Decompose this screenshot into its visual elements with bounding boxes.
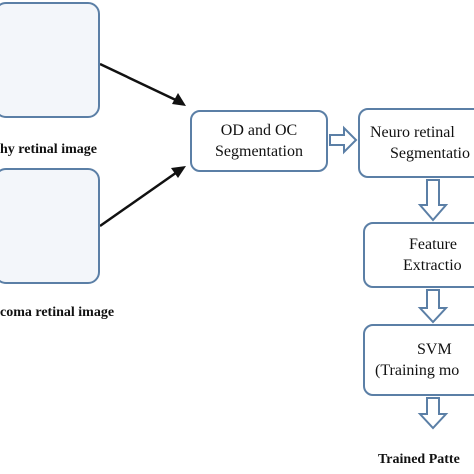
healthy-image-frame bbox=[0, 2, 100, 118]
neuro-retinal-segmentation-box: Neuro retinal Segmentatio bbox=[358, 108, 474, 178]
od-oc-segmentation-box: OD and OC Segmentation bbox=[190, 110, 328, 172]
neuro-retinal-line2: Segmentatio bbox=[390, 145, 470, 162]
healthy-image-label: hy retinal image bbox=[0, 142, 97, 157]
od-oc-line2: Segmentation bbox=[215, 143, 303, 160]
svm-line1: SVM bbox=[417, 341, 452, 358]
feature-line2: Extractio bbox=[403, 257, 462, 274]
svm-training-box: SVM (Training mo bbox=[363, 324, 474, 396]
trained-pattern-label: Trained Patte bbox=[378, 452, 460, 467]
glaucoma-image-label: coma retinal image bbox=[0, 305, 115, 320]
feature-line1: Feature bbox=[409, 236, 457, 253]
hollow-arrow-od-to-neuro bbox=[329, 125, 358, 155]
feature-extraction-box: Feature Extractio bbox=[363, 222, 474, 288]
hollow-arrow-neuro-to-feature bbox=[417, 179, 449, 222]
od-oc-line1: OD and OC bbox=[220, 122, 298, 139]
hollow-arrow-feature-to-svm bbox=[417, 289, 449, 324]
hollow-arrow-svm-to-output bbox=[417, 397, 449, 430]
svm-line2: (Training mo bbox=[375, 362, 460, 379]
glaucoma-image-frame bbox=[0, 168, 100, 284]
neuro-retinal-line1: Neuro retinal bbox=[370, 124, 455, 141]
arrow-healthy-to-od bbox=[99, 62, 186, 106]
arrow-glaucoma-to-od bbox=[99, 166, 186, 228]
